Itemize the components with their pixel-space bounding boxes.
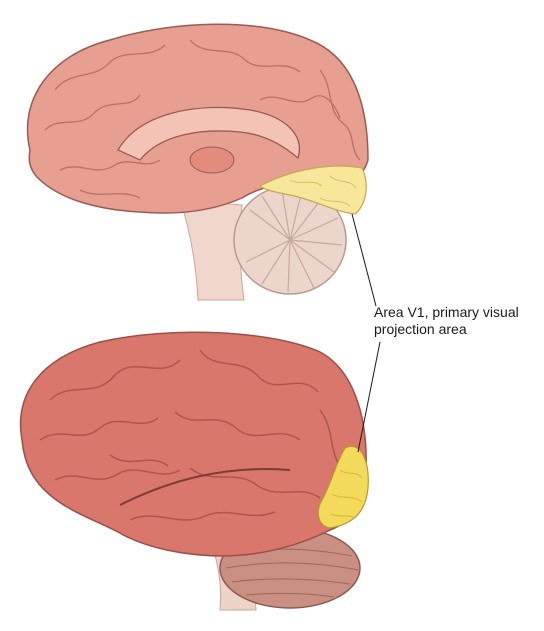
v1-label-line1: Area V1, primary visual (374, 304, 519, 320)
v1-folds-lateral (329, 469, 363, 519)
leader-line-lateral (357, 341, 381, 453)
cerebrum-lateral (19, 331, 367, 557)
gyri-medial (44, 39, 361, 199)
lateral-brain-view (19, 331, 369, 611)
v1-area-label: Area V1, primary visual projection area (374, 304, 542, 338)
v1-label-line2: projection area (374, 321, 467, 337)
medial-brain-view (26, 23, 369, 301)
v1-area-lateral (317, 445, 369, 529)
v1-folds-medial (289, 175, 357, 207)
leader-lines (351, 213, 381, 453)
lateral-sulcus (119, 468, 291, 506)
cerebellum-arbor-vitae (245, 189, 343, 293)
leader-line-medial (351, 213, 377, 307)
gyri-lateral (39, 349, 343, 521)
thalamus (189, 146, 235, 174)
corpus-callosum (117, 106, 300, 161)
